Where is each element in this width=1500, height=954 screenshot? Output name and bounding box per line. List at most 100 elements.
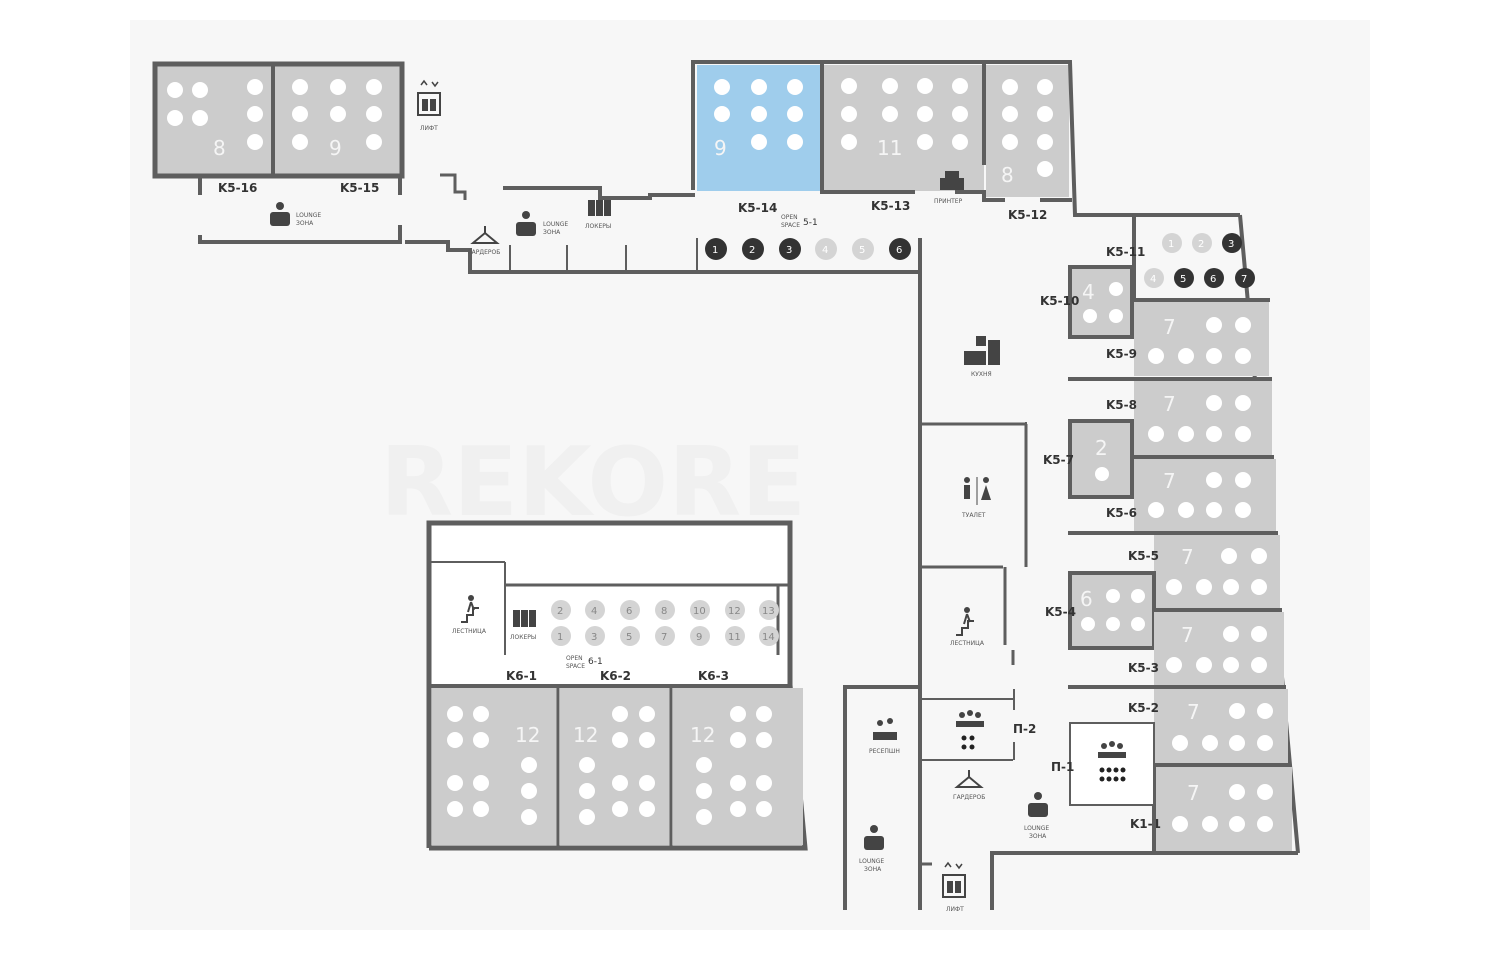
seat-group (1172, 703, 1273, 751)
room-k5-2[interactable] (1154, 689, 1288, 763)
desk-seat[interactable] (815, 238, 837, 260)
seat-count: 7 (1181, 545, 1194, 569)
seat-group (292, 79, 382, 150)
desk-seat[interactable] (655, 600, 675, 620)
k5-11-seats: 1 2 3 4 5 6 7 (1144, 233, 1255, 288)
desk-number: 5 (1180, 274, 1186, 285)
desk-seat[interactable] (620, 600, 640, 620)
desk-seat[interactable] (690, 600, 710, 620)
room-k5-10[interactable] (1068, 265, 1134, 339)
open-space-id: 6-1 (588, 657, 603, 667)
seat-count: 12 (690, 723, 715, 747)
room-k5-7[interactable] (1068, 419, 1134, 499)
desk-seat[interactable] (1174, 268, 1194, 288)
desk-seat[interactable] (725, 626, 745, 646)
desk-seat[interactable] (742, 238, 764, 260)
room-k1-1[interactable] (1154, 767, 1292, 851)
room-label: K6-2 (600, 669, 631, 683)
seat-count: 12 (573, 723, 598, 747)
open-space-5-1-seats: 1 2 3 4 5 6 (705, 238, 911, 260)
seat-count: 7 (1187, 781, 1200, 805)
room-label: K5-5 (1128, 549, 1159, 563)
desk-seat[interactable] (551, 600, 571, 620)
desk-number: 9 (696, 632, 702, 643)
desk-seat[interactable] (779, 238, 801, 260)
room-label: K5-15 (340, 181, 379, 195)
wardrobe-icon (470, 226, 500, 244)
room-k5-3[interactable] (1154, 612, 1284, 685)
room-label: П-2 (1013, 722, 1036, 736)
desk-seat[interactable] (1162, 233, 1182, 253)
reception-icon (873, 718, 897, 740)
desk-seat[interactable] (585, 600, 605, 620)
seat-count: 9 (329, 136, 342, 160)
room-k5-5[interactable] (1154, 535, 1280, 609)
desk-number: 1 (557, 632, 563, 643)
desk-number: 12 (728, 606, 741, 617)
desk-number: 6 (896, 245, 902, 256)
seat-group (167, 79, 263, 150)
lounge-label: LOUNGE (296, 212, 321, 219)
wing-east: K5-11 1 2 3 4 5 6 7 4 K5-10 7 K5-9 (920, 214, 1300, 913)
open-space-label: OPEN (566, 655, 583, 662)
desk-seat[interactable] (759, 626, 779, 646)
locker-icon (513, 610, 536, 627)
desk-number: 10 (693, 606, 706, 617)
desk-number: 14 (762, 632, 775, 643)
seat-group (579, 706, 655, 825)
room-label: K5-10 (1040, 294, 1079, 308)
desk-seat[interactable] (585, 626, 605, 646)
desk-number: 6 (1210, 274, 1216, 285)
locker-icon (588, 200, 611, 216)
seat-count: 9 (714, 136, 727, 160)
open-space-label: SPACE (566, 663, 585, 670)
desk-seat[interactable] (889, 238, 911, 260)
seat-count: 7 (1163, 469, 1176, 493)
desk-seat[interactable] (690, 626, 710, 646)
room-p-1[interactable] (1069, 722, 1155, 806)
wall (152, 61, 405, 179)
desk-number: 5 (859, 245, 865, 256)
toilet-label: ТУАЛЕТ (961, 512, 986, 519)
seat-group (1166, 626, 1267, 673)
reception-label: РЕСЕПШН (869, 748, 900, 755)
desk-seat[interactable] (1144, 268, 1164, 288)
desk-seat[interactable] (620, 626, 640, 646)
desk-seat[interactable] (1235, 268, 1255, 288)
desk-number: 6 (626, 606, 632, 617)
seat-group (1166, 548, 1267, 595)
desk-seat[interactable] (852, 238, 874, 260)
seat-group (1148, 395, 1251, 442)
room-label: П-1 (1051, 760, 1074, 774)
lounge-icon (516, 211, 536, 236)
open-space-id: 5-1 (803, 218, 818, 228)
seat-group (696, 706, 772, 825)
desk-number: 13 (762, 606, 775, 617)
room-label: K5-7 (1043, 453, 1074, 467)
desk-seat[interactable] (551, 626, 571, 646)
desk-seat[interactable] (759, 600, 779, 620)
room-k5-6[interactable] (1134, 459, 1276, 531)
desk-seat[interactable] (1222, 233, 1242, 253)
desk-seat[interactable] (725, 600, 745, 620)
seat-count: 8 (1001, 163, 1014, 187)
room-k5-8[interactable] (1134, 381, 1272, 456)
desk-number: 1 (712, 245, 718, 256)
wardrobe-label: ГАРДЕРОБ (953, 794, 985, 801)
desk-number: 3 (1228, 239, 1234, 250)
room-label: K5-6 (1106, 506, 1137, 520)
seat-count: 11 (877, 136, 902, 160)
room-label: K5-3 (1128, 661, 1159, 675)
room-label: K6-1 (506, 669, 537, 683)
room-k5-12[interactable] (986, 65, 1069, 197)
desk-seat[interactable] (705, 238, 727, 260)
desk-seat[interactable] (1192, 233, 1212, 253)
room-k5-9[interactable] (1134, 302, 1269, 376)
desk-number: 2 (557, 606, 563, 617)
desk-seat[interactable] (655, 626, 675, 646)
open-space-6-1-seats: 2 4 6 8 10 12 13 1 3 5 7 9 11 14 (551, 600, 779, 646)
wing-north-west: 8 9 K5-16 K5-15 ЛИФТ LOUNGE ЗОНА (152, 61, 700, 274)
room-label: K5-2 (1128, 701, 1159, 715)
desk-seat[interactable] (1204, 268, 1224, 288)
